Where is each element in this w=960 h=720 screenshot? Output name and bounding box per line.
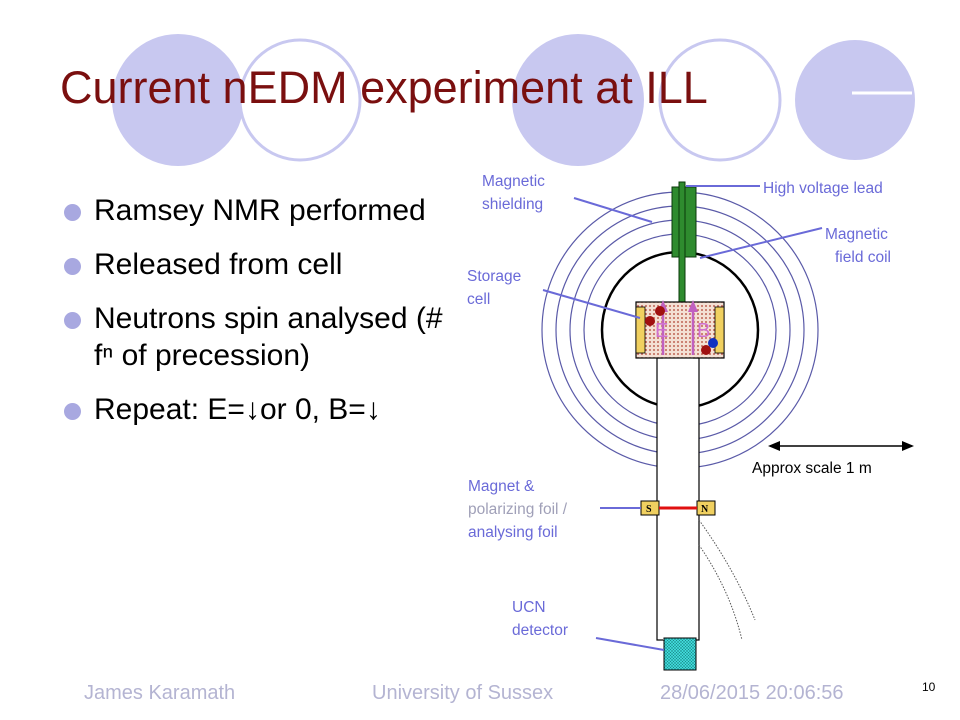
- scale-arrow-left: [768, 441, 780, 451]
- leader-detector: [595, 637, 665, 651]
- header-decoration: [112, 34, 915, 166]
- label-line: polarizing foil /: [468, 501, 568, 518]
- slide-title: Current nEDM experiment at ILL: [60, 62, 708, 113]
- label-magnetic-field-coil: Magnetic field coil: [825, 226, 892, 266]
- bullet-list: Ramsey NMR performed Released from cell …: [60, 192, 460, 445]
- bullet-item: Neutrons spin analysed (# fⁿ of precessi…: [60, 300, 460, 374]
- scale-arrow-right: [902, 441, 914, 451]
- bullet-icon: [64, 204, 81, 221]
- magnet: S N: [640, 500, 716, 516]
- bullet-text: Neutrons spin analysed (# fⁿ of precessi…: [94, 302, 443, 372]
- label-line: Magnetic: [825, 226, 888, 243]
- guide-tube-inner: [663, 358, 693, 640]
- label-magnetic-shielding: Magnetic shielding: [482, 173, 549, 213]
- neutron-red-3: [701, 345, 711, 355]
- label-line: detector: [512, 622, 568, 639]
- bullet-icon: [64, 258, 81, 275]
- decor-circle-2: [238, 38, 362, 162]
- storage-cell: E B: [635, 300, 725, 359]
- ucn-detector: [663, 637, 697, 671]
- label-line: Magnetic: [482, 173, 545, 190]
- label-storage-cell: Storage cell: [467, 268, 526, 308]
- cell-electrode-right: [714, 306, 725, 354]
- leader-shielding: [573, 197, 653, 223]
- leader-coil: [699, 227, 823, 259]
- bullet-icon: [64, 312, 81, 329]
- label-magnet-foil: Magnet & polarizing foil / analysing foi…: [468, 478, 571, 541]
- footer-author: James Karamath: [84, 682, 236, 704]
- label-line: Magnet &: [468, 478, 535, 495]
- decor-circle-5: [795, 40, 915, 160]
- neutron-red-1: [655, 306, 665, 316]
- label-line: UCN: [512, 599, 546, 616]
- hv-lead-core: [678, 181, 686, 305]
- label-line: cell: [467, 291, 490, 308]
- side-guide-curve-2: [698, 544, 743, 641]
- bullet-item: Ramsey NMR performed: [60, 192, 460, 229]
- neutron-blue: [708, 338, 718, 348]
- neutron-red-2: [645, 316, 655, 326]
- scale-bar: Approx scale 1 m: [752, 441, 914, 477]
- leader-lines: [542, 185, 823, 651]
- scale-label: Approx scale 1 m: [752, 460, 872, 477]
- label-line: analysing foil: [468, 524, 558, 541]
- leader-cell: [542, 289, 641, 319]
- decor-circle-3: [512, 34, 644, 166]
- cell-electrode-left: [635, 306, 646, 354]
- label-line: Storage: [467, 268, 521, 285]
- bullet-text: Released from cell: [94, 248, 343, 281]
- magnet-label-s: S: [646, 504, 652, 515]
- decor-circle-1: [112, 34, 244, 166]
- label-high-voltage-lead: High voltage lead: [763, 180, 883, 197]
- label-line: shielding: [482, 196, 543, 213]
- arrow-head-b: [688, 300, 698, 312]
- footer-institution: University of Sussex: [372, 682, 554, 704]
- bullet-text: Ramsey NMR performed: [94, 194, 426, 227]
- footer-datetime: 28/06/2015 20:06:56: [660, 682, 844, 704]
- bullet-item: Repeat: E=↓or 0, B=↓: [60, 391, 460, 428]
- side-guide-curve-1: [698, 519, 756, 621]
- field-label-e: E: [655, 320, 668, 342]
- field-label-b: B: [697, 320, 710, 342]
- decor-circle-4: [658, 38, 782, 162]
- bullet-text: Repeat: E=↓or 0, B=↓: [94, 393, 381, 426]
- label-line: field coil: [835, 249, 891, 266]
- page-number: 10: [922, 680, 936, 694]
- bullet-item: Released from cell: [60, 246, 460, 283]
- bullet-icon: [64, 403, 81, 420]
- magnet-label-n: N: [701, 504, 709, 515]
- label-ucn-detector: UCN detector: [512, 599, 568, 639]
